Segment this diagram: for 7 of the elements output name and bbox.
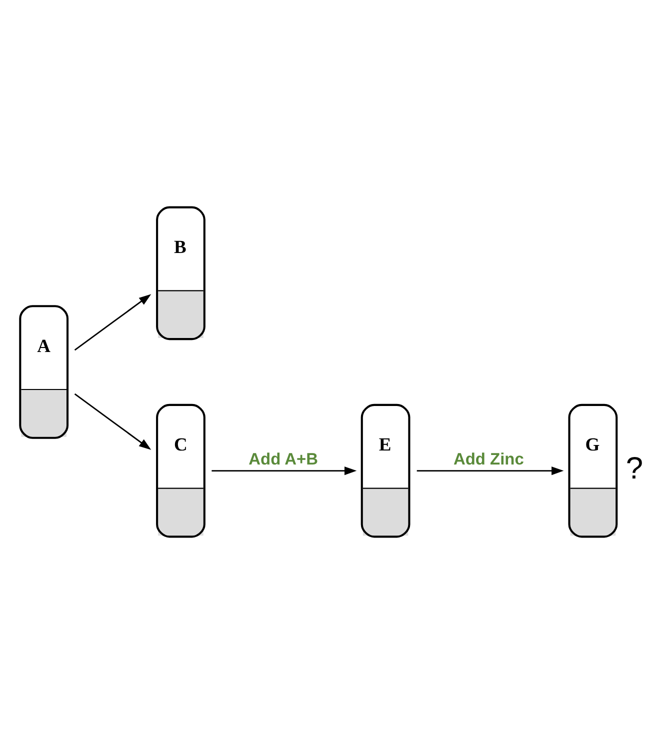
arrow <box>416 466 564 476</box>
arrow <box>74 294 152 351</box>
node-label: ? <box>626 450 644 486</box>
edge-label: Add A+B <box>248 450 318 468</box>
arrow <box>74 393 152 450</box>
arrow <box>212 466 357 476</box>
edge-label: Add Zinc <box>453 450 524 468</box>
